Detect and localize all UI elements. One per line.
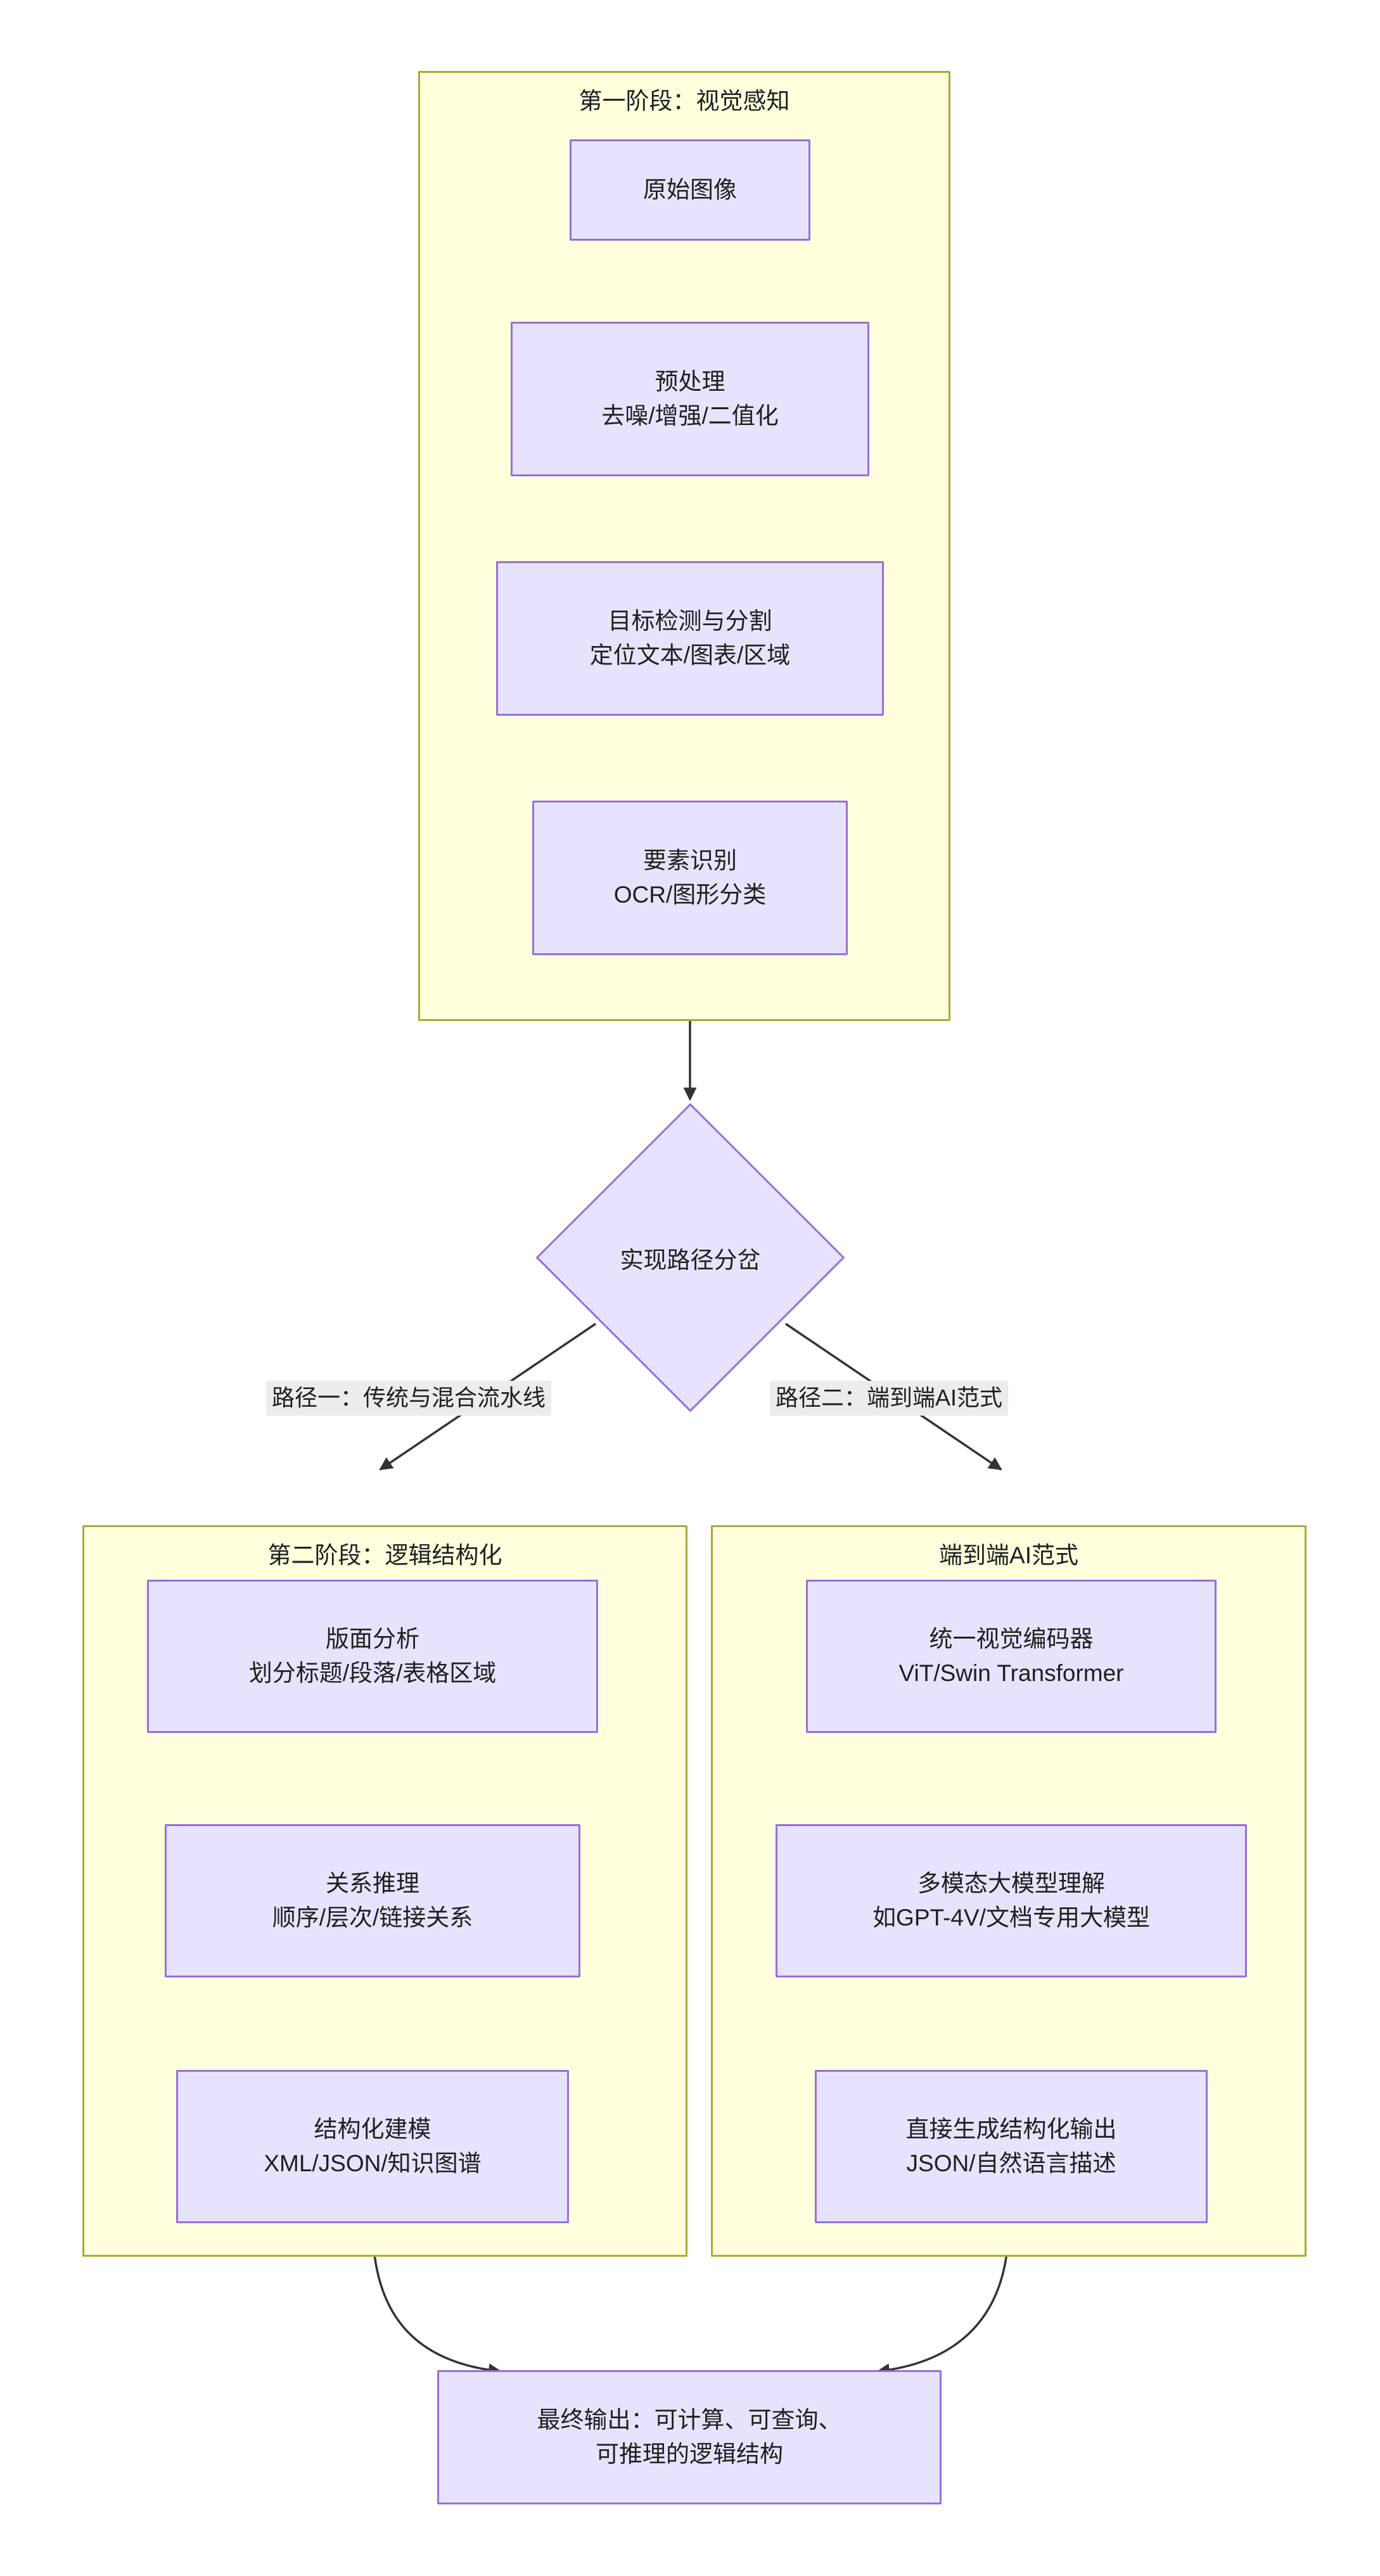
node-structured-modeling-line1: 结构化建模 [314,2116,431,2143]
node-direct-structured-output-line2: JSON/自然语言描述 [906,2150,1116,2176]
node-final-output-line1: 最终输出：可计算、可查询、 [537,2407,842,2433]
node-multimodal-llm-line1: 多模态大模型理解 [917,1870,1105,1897]
node-unified-vision-encoder-line2: ViT/Swin Transformer [898,1660,1124,1686]
node-structured-modeling-line2: XML/JSON/知识图谱 [264,2150,482,2176]
decision-label: 实现路径分岔 [620,1247,761,1273]
node-layout-analysis[interactable]: 版面分析 划分标题/段落/表格区域 [147,1580,598,1733]
node-structured-modeling[interactable]: 结构化建模 XML/JSON/知识图谱 [176,2070,569,2223]
node-final-output-line2: 可推理的逻辑结构 [596,2441,783,2467]
subgraph-stage2-title: 第二阶段：逻辑结构化 [267,1542,502,1568]
edge-modeling-to-final [371,2223,502,2377]
node-preprocess-line1: 预处理 [655,369,725,395]
node-relation-reasoning[interactable]: 关系推理 顺序/层次/链接关系 [165,1824,580,1977]
subgraph-stage1-title: 第一阶段：视觉感知 [578,88,790,114]
edge-label-path-two: 路径二：端到端AI范式 [770,1381,1009,1416]
node-element-recognition[interactable]: 要素识别 OCR/图形分类 [532,801,848,955]
node-relation-reasoning-line1: 关系推理 [326,1870,419,1897]
node-detect-segment-line2: 定位文本/图表/区域 [589,642,791,668]
node-element-recognition-line2: OCR/图形分类 [613,882,767,908]
node-direct-structured-output[interactable]: 直接生成结构化输出 JSON/自然语言描述 [815,2070,1208,2223]
node-direct-structured-output-line1: 直接生成结构化输出 [905,2116,1117,2143]
node-raw-image[interactable]: 原始图像 [570,139,810,241]
node-detect-segment-line1: 目标检测与分割 [608,608,772,635]
node-final-output[interactable]: 最终输出：可计算、可查询、 可推理的逻辑结构 [437,2370,942,2504]
node-detect-segment[interactable]: 目标检测与分割 定位文本/图表/区域 [496,561,884,716]
node-layout-analysis-line2: 划分标题/段落/表格区域 [248,1660,497,1686]
decision-path-fork[interactable]: 实现路径分岔 [535,1103,845,1412]
node-relation-reasoning-line2: 顺序/层次/链接关系 [272,1905,473,1931]
node-element-recognition-line1: 要素识别 [643,847,737,874]
node-raw-image-line1: 原始图像 [643,177,737,203]
subgraph-end-to-end-ai-title: 端到端AI范式 [939,1542,1078,1568]
node-unified-vision-encoder[interactable]: 统一视觉编码器 ViT/Swin Transformer [806,1580,1217,1733]
edge-label-path-one: 路径一：传统与混合流水线 [266,1381,552,1416]
node-preprocess-line2: 去噪/增强/二值化 [601,403,779,429]
node-preprocess[interactable]: 预处理 去噪/增强/二值化 [511,322,869,476]
node-multimodal-llm[interactable]: 多模态大模型理解 如GPT-4V/文档专用大模型 [776,1824,1247,1977]
edge-directoutput-to-final [876,2223,1010,2377]
node-layout-analysis-line1: 版面分析 [326,1626,419,1653]
node-unified-vision-encoder-line1: 统一视觉编码器 [929,1626,1094,1653]
node-multimodal-llm-line2: 如GPT-4V/文档专用大模型 [872,1905,1150,1931]
